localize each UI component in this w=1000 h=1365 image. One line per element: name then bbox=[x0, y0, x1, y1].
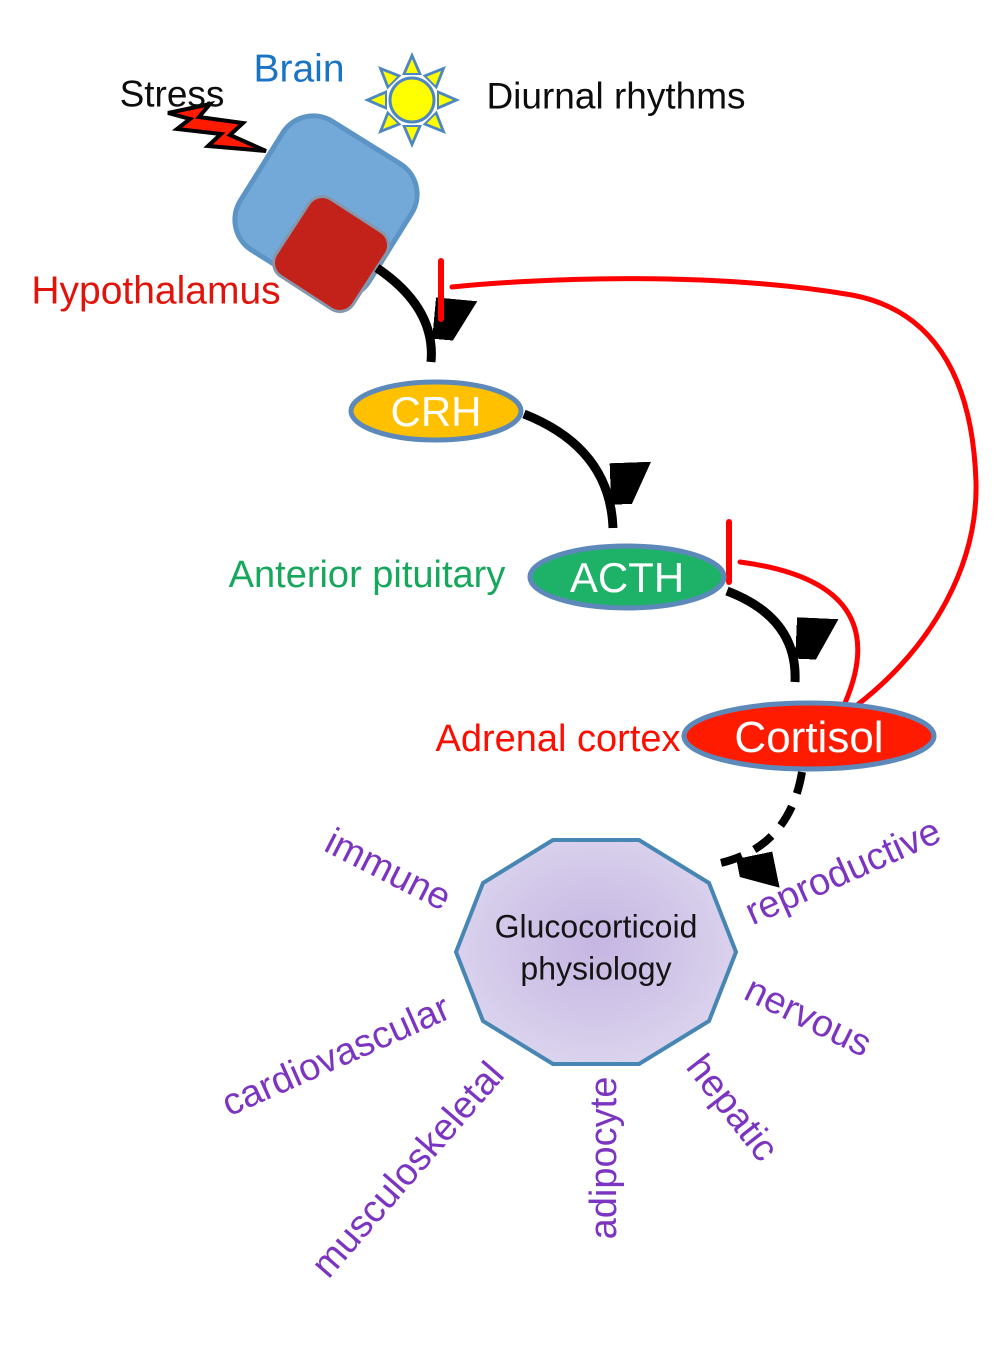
acth-ellipse bbox=[527, 543, 727, 611]
hub-label-line2: physiology bbox=[520, 950, 672, 986]
lightning-bolt-icon bbox=[167, 100, 267, 153]
cortisol-node-label: Cortisol bbox=[734, 713, 884, 762]
anterior-pituitary-label: Anterior pituitary bbox=[228, 554, 506, 596]
feedback-cortisol-to-acth bbox=[737, 559, 861, 706]
glucocorticoid-physiology-label: Glucocorticoid physiology bbox=[495, 906, 698, 989]
cortisol-ellipse bbox=[681, 700, 937, 772]
adrenal-cortex-label: Adrenal cortex bbox=[435, 718, 681, 760]
feedback-cortisol-to-hypothalamus bbox=[449, 276, 979, 709]
hypothalamus-label: Hypothalamus bbox=[31, 269, 281, 313]
hypothalamus-shape bbox=[272, 195, 390, 313]
brain-label: Brain bbox=[253, 47, 345, 91]
physiology-decagon bbox=[454, 838, 738, 1066]
dashed-arrow-cortisol-to-physiology bbox=[715, 771, 806, 864]
arrow-hypothalamus-to-crh bbox=[374, 264, 431, 363]
crh-node-label: CRH bbox=[390, 388, 482, 435]
sun-icon bbox=[364, 52, 460, 148]
diurnal-rhythms-label: Diurnal rhythms bbox=[486, 75, 746, 117]
arrow-acth-to-cortisol bbox=[725, 586, 795, 683]
system-adipocyte: adipocyte bbox=[583, 1076, 625, 1240]
arrow-crh-to-acth bbox=[522, 409, 613, 529]
crh-ellipse bbox=[348, 379, 524, 443]
hub-label-line1: Glucocorticoid bbox=[494, 908, 698, 945]
acth-node-label: ACTH bbox=[569, 554, 685, 601]
stress-label: Stress bbox=[119, 73, 225, 115]
